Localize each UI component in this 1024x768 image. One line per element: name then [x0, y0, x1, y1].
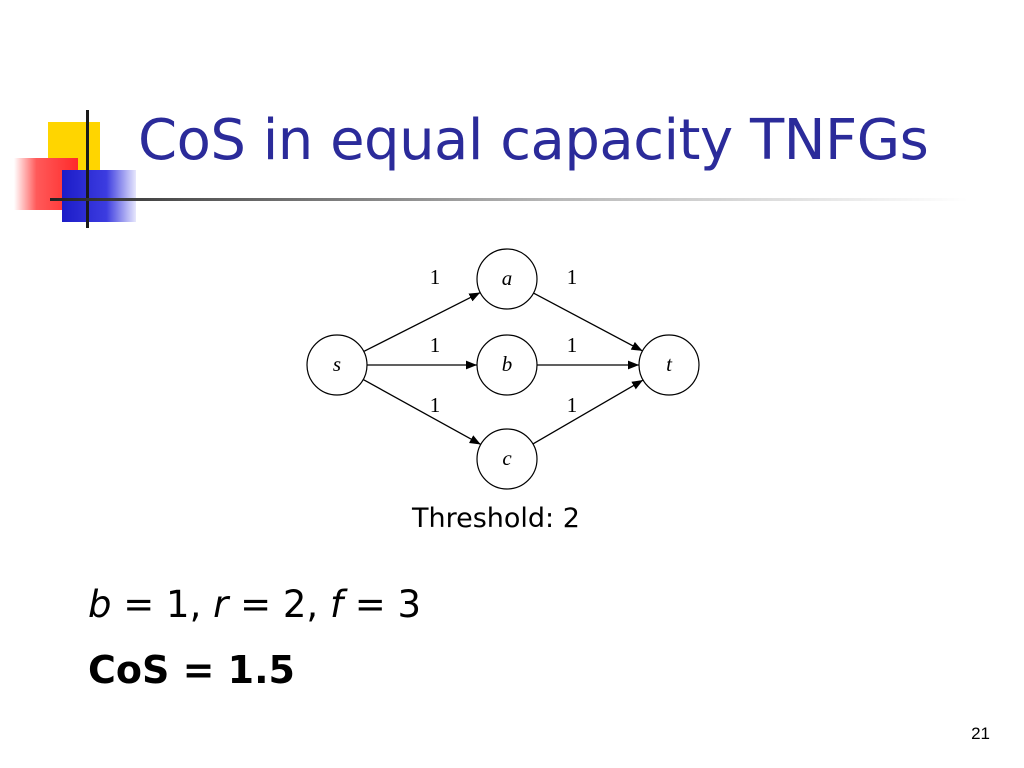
edge-s-c: [362, 378, 482, 446]
param-b-value: = 1,: [123, 583, 202, 626]
node-a: a: [476, 248, 538, 310]
node-label-c: c: [502, 446, 512, 470]
capacity-label-s-a: 1: [430, 265, 441, 289]
param-r-var: r: [213, 583, 229, 626]
capacity-label-s-b: 1: [430, 333, 441, 357]
node-circle-a: [476, 248, 538, 310]
param-b-var: b: [88, 583, 112, 626]
edge-a-t: [533, 292, 643, 352]
param-f-var: f: [329, 583, 343, 626]
capacity-label-c-t: 1: [567, 393, 578, 417]
param-r-value: = 2,: [240, 583, 319, 626]
capacity-label-a-t: 1: [567, 265, 578, 289]
node-circle-t: [638, 334, 700, 396]
node-label-s: s: [333, 352, 341, 376]
edge-s-a: [363, 291, 481, 353]
param-f-value: = 3: [354, 583, 422, 626]
slide-number: 21: [971, 724, 990, 743]
nodes: s a b c t: [306, 248, 700, 490]
capacity-label-s-c: 1: [430, 393, 441, 417]
title-underline: [50, 198, 968, 201]
node-label-t: t: [666, 352, 673, 376]
decorative-vertical-line: [86, 110, 89, 228]
cos-result: CoS = 1.5: [88, 648, 295, 692]
edge-c-t: [532, 379, 644, 445]
node-circle-s: [306, 334, 368, 396]
node-t: t: [638, 334, 700, 396]
capacity-label-b-t: 1: [567, 333, 578, 357]
threshold-text: Threshold: 2: [412, 503, 580, 534]
node-label-a: a: [502, 266, 513, 290]
node-c: c: [476, 428, 538, 490]
node-circle-c: [476, 428, 538, 490]
parameters-line: b = 1, r = 2, f = 3: [88, 583, 421, 626]
node-circle-b: [476, 334, 538, 396]
slide-title: CoS in equal capacity TNFGs: [138, 108, 929, 173]
node-s: s: [306, 334, 368, 396]
node-label-b: b: [502, 352, 513, 376]
decorative-blue-square: [62, 170, 136, 222]
edges: 1 1 1 1 1 1: [362, 265, 644, 446]
node-b: b: [476, 334, 538, 396]
